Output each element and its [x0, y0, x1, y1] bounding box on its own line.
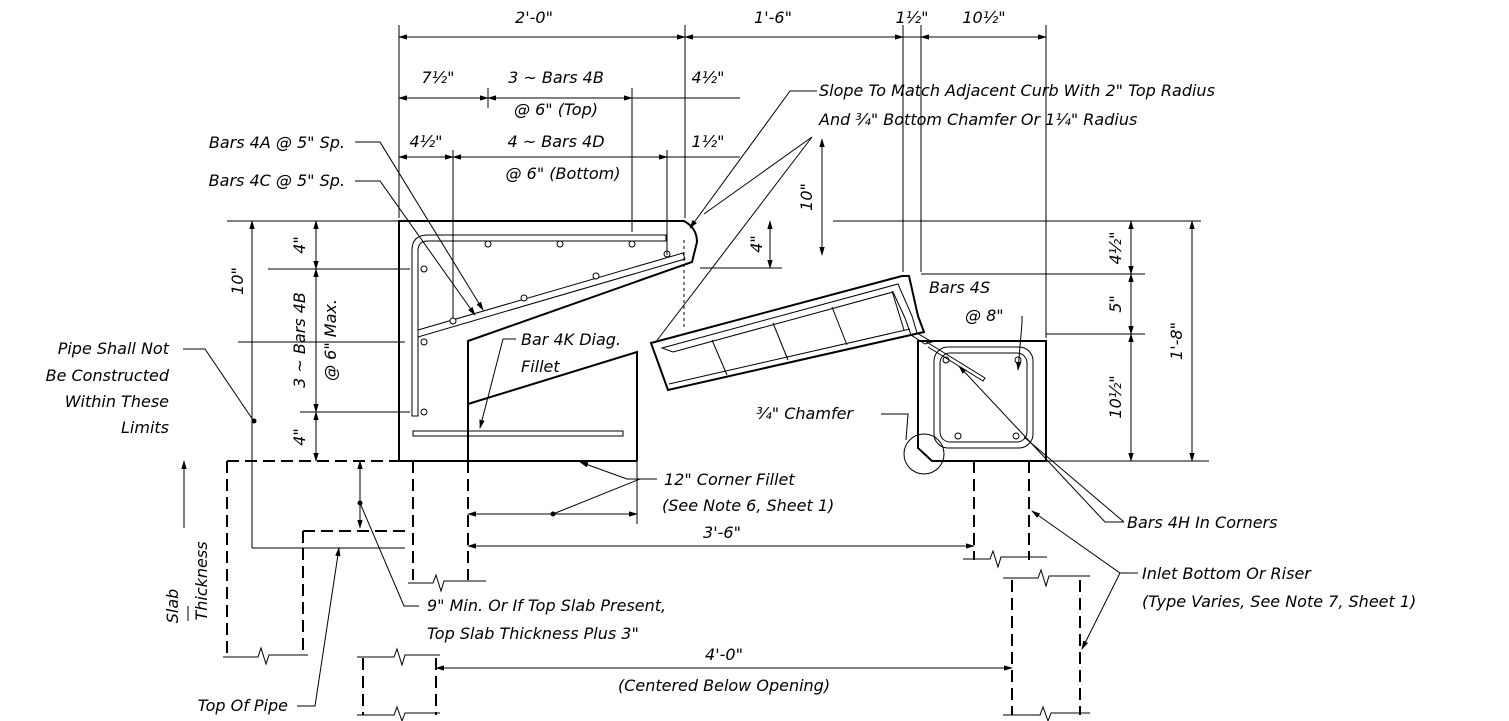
left-slab-section [398, 220, 699, 462]
label-chamfer: ¾" Chamfer [756, 404, 854, 423]
dim-right-1-8: 1'-8" [1167, 322, 1186, 360]
callout-text: Bars 4A @ 5" Sp. Bars 4C @ 5" Sp. Slope … [46, 81, 1417, 715]
label-bars-4a: Bars 4A @ 5" Sp. [209, 133, 345, 152]
dim-7-half: 7½" [421, 68, 454, 87]
dim-right-10-half: 10½" [1106, 375, 1125, 418]
dim-10-half: 10½" [962, 8, 1005, 27]
dim-2-0: 2'-0" [515, 8, 553, 27]
sloped-curb-section [649, 275, 934, 392]
bar-dots-left [420, 240, 671, 416]
dim-3-6: 3'-6" [703, 523, 741, 542]
label-bar-4k-line1: Bar 4K Diag. [521, 330, 621, 349]
dim-4-half-b: 4½" [409, 132, 442, 151]
bars-4b-top-line2: @ 6" (Top) [514, 100, 598, 119]
label-bars-4s-spacing: @ 8" [965, 306, 1004, 325]
label-slab: Slab [163, 589, 182, 624]
right-box-section [903, 340, 1047, 475]
dimension-lines [181, 25, 1201, 671]
label-pipe-line4: Limits [121, 418, 169, 437]
bars-4b-top-line1: 3 ~ Bars 4B [508, 68, 604, 87]
bars-4d-line1: 4 ~ Bars 4D [507, 132, 604, 151]
leader-lines [183, 90, 1138, 707]
dim-left-4-top: 4" [290, 236, 309, 254]
label-top-of-pipe: Top Of Pipe [198, 696, 288, 715]
dim-left-6-max: @ 6" Max. [321, 299, 340, 381]
label-bars-4c: Bars 4C @ 5" Sp. [209, 171, 345, 190]
label-pipe-line1: Pipe Shall Not [58, 339, 170, 358]
break-lines [223, 549, 1090, 721]
dim-mid-10: 10" [797, 183, 816, 211]
label-9-min-line1: 9" Min. Or If Top Slab Present, [427, 596, 666, 615]
label-bars-4h: Bars 4H In Corners [1127, 513, 1277, 532]
label-thickness: Thickness [192, 541, 211, 620]
label-inlet-line1: Inlet Bottom Or Riser [1142, 564, 1312, 583]
dim-1-6: 1'-6" [754, 8, 792, 27]
dimension-text: 2'-0" 1'-6" 1½" 10½" 7½" 3 ~ Bars 4B @ 6… [228, 8, 1186, 695]
label-inlet-line2: (Type Varies, See Note 7, Sheet 1) [1142, 592, 1416, 611]
dim-1-half: 1½" [895, 8, 928, 27]
dim-left-10: 10" [228, 267, 247, 295]
dim-4-half-a: 4½" [691, 68, 724, 87]
label-bar-4k-line2: Fillet [521, 357, 560, 376]
dim-left-4-bot: 4" [290, 428, 309, 446]
label-corner-fillet-line2: (See Note 6, Sheet 1) [662, 496, 834, 515]
label-bars-4s: Bars 4S [929, 278, 990, 297]
dim-mid-4: 4" [747, 235, 766, 253]
label-corner-fillet-line1: 12" Corner Fillet [664, 470, 795, 489]
label-pipe-line2: Be Constructed [46, 366, 170, 385]
dim-4-0: 4'-0" [705, 645, 743, 664]
dim-right-5: 5" [1106, 295, 1125, 313]
label-9-min-line2: Top Slab Thickness Plus 3" [427, 624, 639, 643]
dim-right-4-half: 4½" [1106, 231, 1125, 264]
dim-1-half-b: 1½" [691, 132, 724, 151]
label-slope-line1: Slope To Match Adjacent Curb With 2" Top… [819, 81, 1215, 100]
dim-left-bars-4b: 3 ~ Bars 4B [290, 292, 309, 388]
bars-4d-line2: @ 6" (Bottom) [506, 164, 621, 183]
centered-below-opening: (Centered Below Opening) [618, 676, 830, 695]
label-slope-line2: And ¾" Bottom Chamfer Or 1¼" Radius [818, 110, 1137, 129]
label-pipe-line3: Within These [65, 392, 169, 411]
